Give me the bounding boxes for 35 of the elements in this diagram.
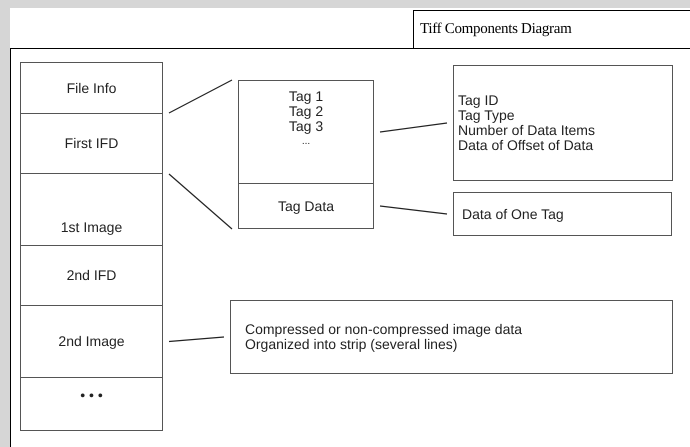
segment-box	[20, 377, 163, 431]
box-text: Tag ID	[458, 93, 498, 108]
segment-box	[20, 245, 163, 306]
box-text: Organized into strip (several lines)	[245, 337, 458, 352]
connector-line	[380, 205, 448, 215]
box-text: Tag 1	[288, 89, 324, 104]
segment-box	[238, 183, 374, 229]
box-text: Data of One Tag	[462, 206, 564, 222]
box-text: ...	[302, 135, 310, 149]
box-text: Tag 2	[288, 104, 324, 119]
box-text: 2nd Image	[58, 334, 125, 349]
segment-box	[238, 80, 374, 184]
connector-line	[380, 122, 448, 133]
box-text: Compressed or non-compressed image data	[245, 322, 522, 337]
connector-line	[168, 336, 224, 342]
segment-box	[20, 62, 163, 114]
box-text: Data of Offset of Data	[458, 138, 594, 153]
box-text: Tag Type	[458, 108, 515, 123]
box-text: File Info	[66, 80, 116, 96]
box-text: Tag 3	[288, 119, 324, 134]
segment-box	[453, 192, 672, 236]
connector-line	[168, 79, 232, 114]
box-text: Tag Data	[278, 198, 334, 214]
box-text: 2nd IFD	[66, 268, 116, 283]
segment-box	[453, 65, 673, 181]
connector-line	[168, 174, 232, 230]
box-text: First IFD	[64, 136, 118, 151]
box-text: • • •	[80, 388, 103, 403]
segment-box	[230, 300, 673, 374]
box-text: Number of Data Items	[458, 123, 595, 138]
box-text: 1st Image	[60, 220, 122, 235]
segment-box	[20, 305, 163, 378]
title: Tiff Components Diagram	[413, 10, 690, 48]
segment-box	[20, 113, 163, 174]
segment-box	[20, 173, 163, 246]
